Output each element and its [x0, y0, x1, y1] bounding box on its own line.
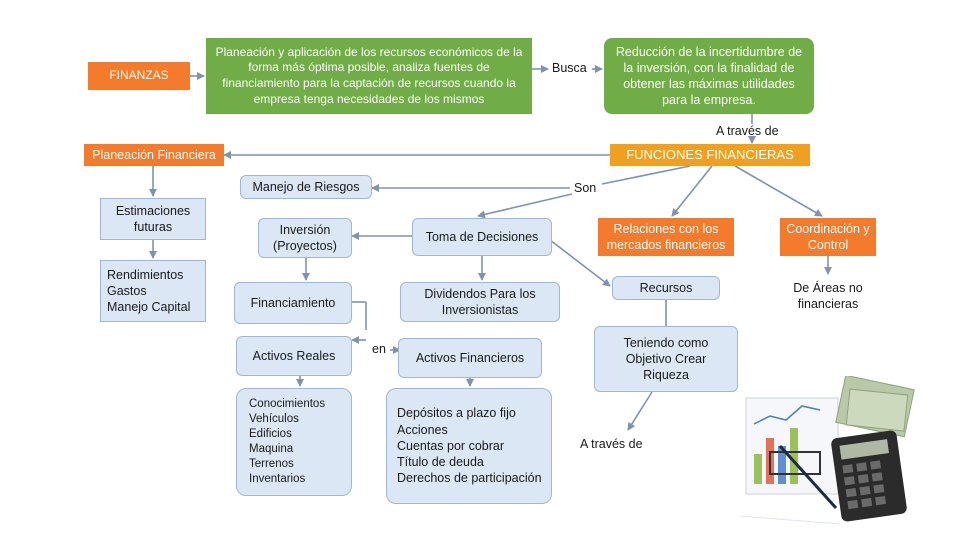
- arrow-funciones-to-relaciones: [671, 165, 713, 217]
- areas-box: De Áreas no financieras: [778, 276, 878, 316]
- a-traves-de-label-2: A través de: [580, 437, 643, 451]
- definicion-box: Planeación y aplicación de los recursos …: [206, 38, 532, 114]
- busca-label: Busca: [552, 61, 587, 75]
- objetivo-box: Reducción de la incertidumbre de la inve…: [604, 38, 814, 114]
- activos-financieros-box: Activos Financieros: [398, 338, 542, 378]
- manejo-riesgos-box: Manejo de Riesgos: [240, 175, 372, 199]
- line-funciones-to-son: [601, 165, 691, 185]
- son-label: Son: [574, 181, 597, 195]
- funciones-box: FUNCIONES FINANCIERAS: [610, 144, 810, 166]
- arrow-toma-to-recursos: [549, 239, 611, 287]
- finance-desk-illustration: [739, 374, 920, 526]
- a-traves-de-label-1: A través de: [716, 124, 779, 138]
- inversion-box: Inversión (Proyectos): [258, 218, 352, 258]
- relaciones-box: Relaciones con los mercados financieros: [598, 218, 734, 256]
- depositos-box: Depósitos a plazo fijo Acciones Cuentas …: [386, 388, 552, 504]
- coordinacion-box: Coordinación y Control: [780, 218, 876, 256]
- recursos-box: Recursos: [612, 276, 720, 300]
- en-label: en: [372, 342, 386, 356]
- rendimientos-box: Rendimientos Gastos Manejo Capital: [100, 260, 206, 322]
- arrow-funciones-to-coordinacion: [734, 165, 823, 217]
- pen: [778, 444, 838, 510]
- conocimientos-box: Conocimientos Vehículos Edificios Maquin…: [236, 388, 352, 496]
- financiamiento-box: Financiamiento: [234, 282, 352, 324]
- arrow-son-to-toma: [477, 193, 573, 219]
- glasses: [769, 451, 821, 475]
- activos-reales-box: Activos Reales: [236, 336, 352, 376]
- toma-decisiones-box: Toma de Decisiones: [412, 218, 552, 256]
- arrow-teniendo-to-atraves: [627, 391, 653, 431]
- planeacion-box: Planeación Financiera: [84, 144, 224, 166]
- finanzas-box: FINANZAS: [88, 62, 190, 90]
- estimaciones-box: Estimaciones futuras: [100, 198, 206, 240]
- dividendos-box: Dividendos Para los Inversionistas: [400, 282, 560, 322]
- teniendo-box: Teniendo como Objetivo Crear Riqueza: [594, 326, 738, 392]
